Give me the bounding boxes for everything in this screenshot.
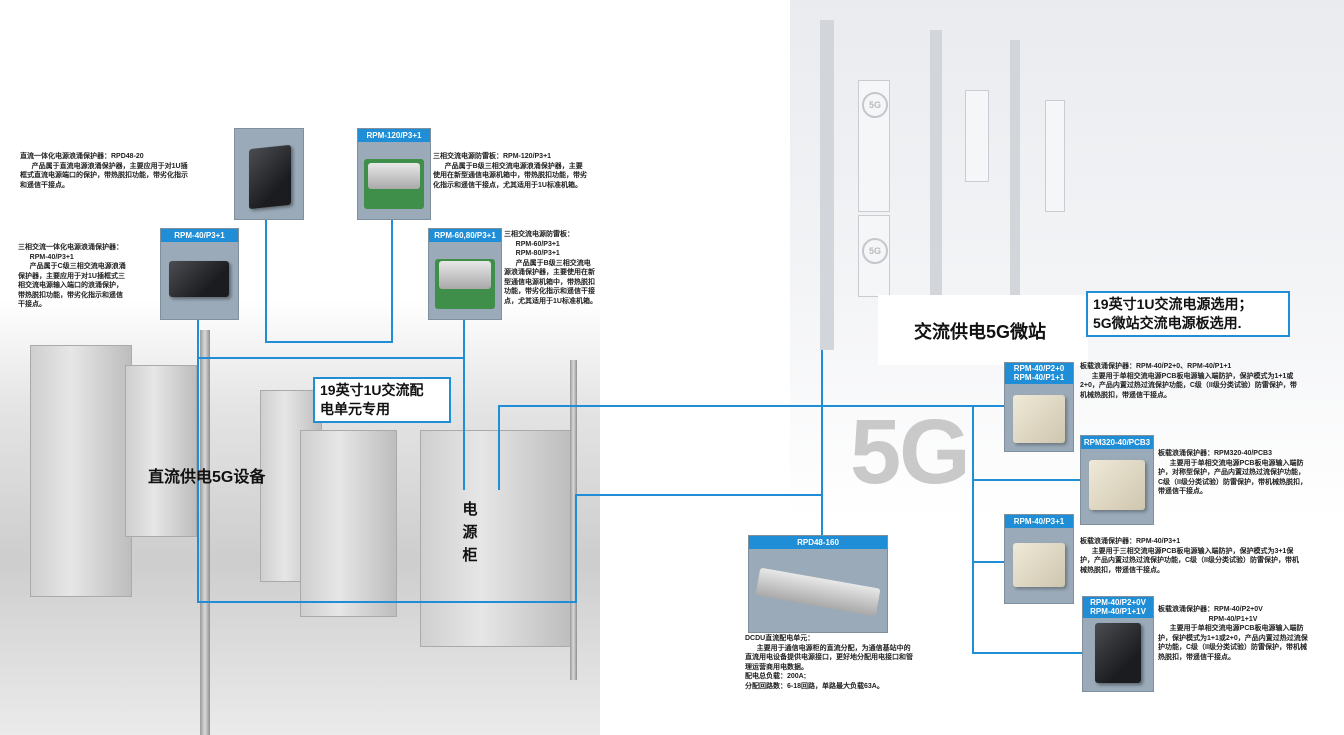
connector-line	[575, 494, 822, 496]
connector-line	[972, 405, 974, 653]
title-backdrop	[878, 295, 1088, 365]
product-desc-rpm-40-p2: 板载浪涌保护器：RPM-40/P2+0、RPM-40/P1+1 主要用于单相交流…	[1080, 363, 1297, 399]
product-desc-rpm-40-p2v: 板载浪涌保护器：RPM-40/P2+0V RPM-40/P1+1V 主要用于单相…	[1158, 606, 1308, 661]
product-card-rpd48-160: RPD48-160	[748, 535, 888, 633]
power-cabinet-shape	[420, 430, 572, 647]
product-card-rpm320-40: RPM320-40/PCB3	[1080, 435, 1154, 525]
connector-line	[197, 318, 199, 358]
power-cabinet-label: 电源柜	[462, 501, 478, 564]
product-label: RPM320-40/PCB3	[1081, 436, 1153, 449]
product-desc-rpd48-20: 直流一体化电源浪涌保护器：RPD48-20 产品属于直流电源浪涌保护器，主要应用…	[20, 153, 188, 189]
tower-shape	[1010, 40, 1020, 320]
connector-line	[821, 350, 823, 536]
product-label: RPM-40/P3+1	[161, 229, 238, 242]
connector-line	[972, 652, 1082, 654]
connector-line	[972, 479, 1080, 481]
product-desc-rpm-40-p3-left: 三相交流一体化电源浪涌保护器： RPM-40/P3+1 产品属于C级三相交流电源…	[18, 244, 126, 308]
product-image	[368, 163, 420, 189]
connector-line	[197, 357, 465, 359]
antenna-panel	[1045, 100, 1065, 212]
connector-line	[197, 357, 199, 602]
product-image	[1095, 623, 1141, 683]
product-desc-rpd48-160: DCDU直流配电单元： 主要用于通信电源柜的直流分配，为通信基站中的 直流用电设…	[745, 635, 913, 690]
product-card-rpm-40-p2v: RPM-40/P2+0V RPM-40/P1+1V	[1082, 596, 1154, 692]
pole-shape	[200, 330, 210, 735]
rack-callout: 19英寸1U交流配 电单元专用	[313, 377, 451, 423]
connector-line	[391, 219, 393, 342]
product-label: RPM-40/P2+0 RPM-40/P1+1	[1005, 363, 1073, 384]
antenna-panel	[965, 90, 989, 182]
cabinet-shape	[125, 365, 197, 537]
product-image	[1089, 460, 1145, 510]
product-desc-rpm-120: 三相交流电源防雷板：RPM-120/P3+1 产品属于B级三相交流电源浪涌保护器…	[433, 153, 587, 189]
connector-line	[197, 601, 577, 603]
site-title: 交流供电5G微站	[914, 322, 1047, 342]
product-image	[1013, 543, 1065, 587]
connector-line	[972, 561, 1004, 563]
product-label: RPM-40/P2+0V RPM-40/P1+1V	[1083, 597, 1153, 618]
product-image	[1013, 395, 1065, 443]
connector-line	[265, 341, 393, 343]
dc-equipment-label: 直流供电5G设备	[148, 469, 266, 486]
connector-line	[463, 357, 465, 490]
cabinet-shape	[30, 345, 132, 597]
5g-badge: 5G	[862, 92, 888, 118]
product-card-rpm-60-80: RPM-60,80/P3+1	[428, 228, 502, 320]
5g-badge: 5G	[862, 238, 888, 264]
cabinet-shape	[300, 430, 397, 617]
connector-line	[498, 405, 973, 407]
product-image	[169, 261, 229, 297]
product-card-rpm-40-p2: RPM-40/P2+0 RPM-40/P1+1	[1004, 362, 1074, 452]
product-desc-rpm320-40: 板载浪涌保护器：RPM320-40/PCB3 主要用于单相交流电源PCB板电源输…	[1158, 450, 1307, 495]
product-label: RPM-40/P3+1	[1005, 515, 1073, 528]
tower-shape	[930, 30, 942, 350]
tower-shape	[820, 20, 834, 350]
product-image	[439, 261, 491, 289]
connector-line	[498, 405, 500, 490]
selection-callout: 19英寸1U交流电源选用； 5G微站交流电源板选用.	[1086, 291, 1290, 337]
product-card-rpd48-20	[234, 128, 304, 220]
product-card-rpm-40-p3-left: RPM-40/P3+1	[160, 228, 239, 320]
connector-line	[575, 496, 577, 603]
product-label: RPM-60,80/P3+1	[429, 229, 501, 242]
connector-line	[463, 318, 465, 358]
product-desc-rpm-40-p3-right: 板载浪涌保护器：RPM-40/P3+1 主要用于三相交流电源PCB板电源输入端防…	[1080, 538, 1299, 574]
product-desc-rpm-60-80: 三相交流电源防雷板： RPM-60/P3+1 RPM-80/P3+1 产品属于B…	[504, 231, 597, 305]
product-image	[755, 567, 881, 617]
product-card-rpm-40-p3-right: RPM-40/P3+1	[1004, 514, 1074, 604]
product-card-rpm-120: RPM-120/P3+1	[357, 128, 431, 220]
product-image	[249, 144, 291, 210]
connector-line	[265, 219, 267, 342]
connector-line	[972, 405, 1004, 407]
pole-shape	[570, 360, 577, 680]
5g-watermark: 5G	[850, 401, 971, 503]
product-label: RPD48-160	[749, 536, 887, 549]
product-label: RPM-120/P3+1	[358, 129, 430, 142]
